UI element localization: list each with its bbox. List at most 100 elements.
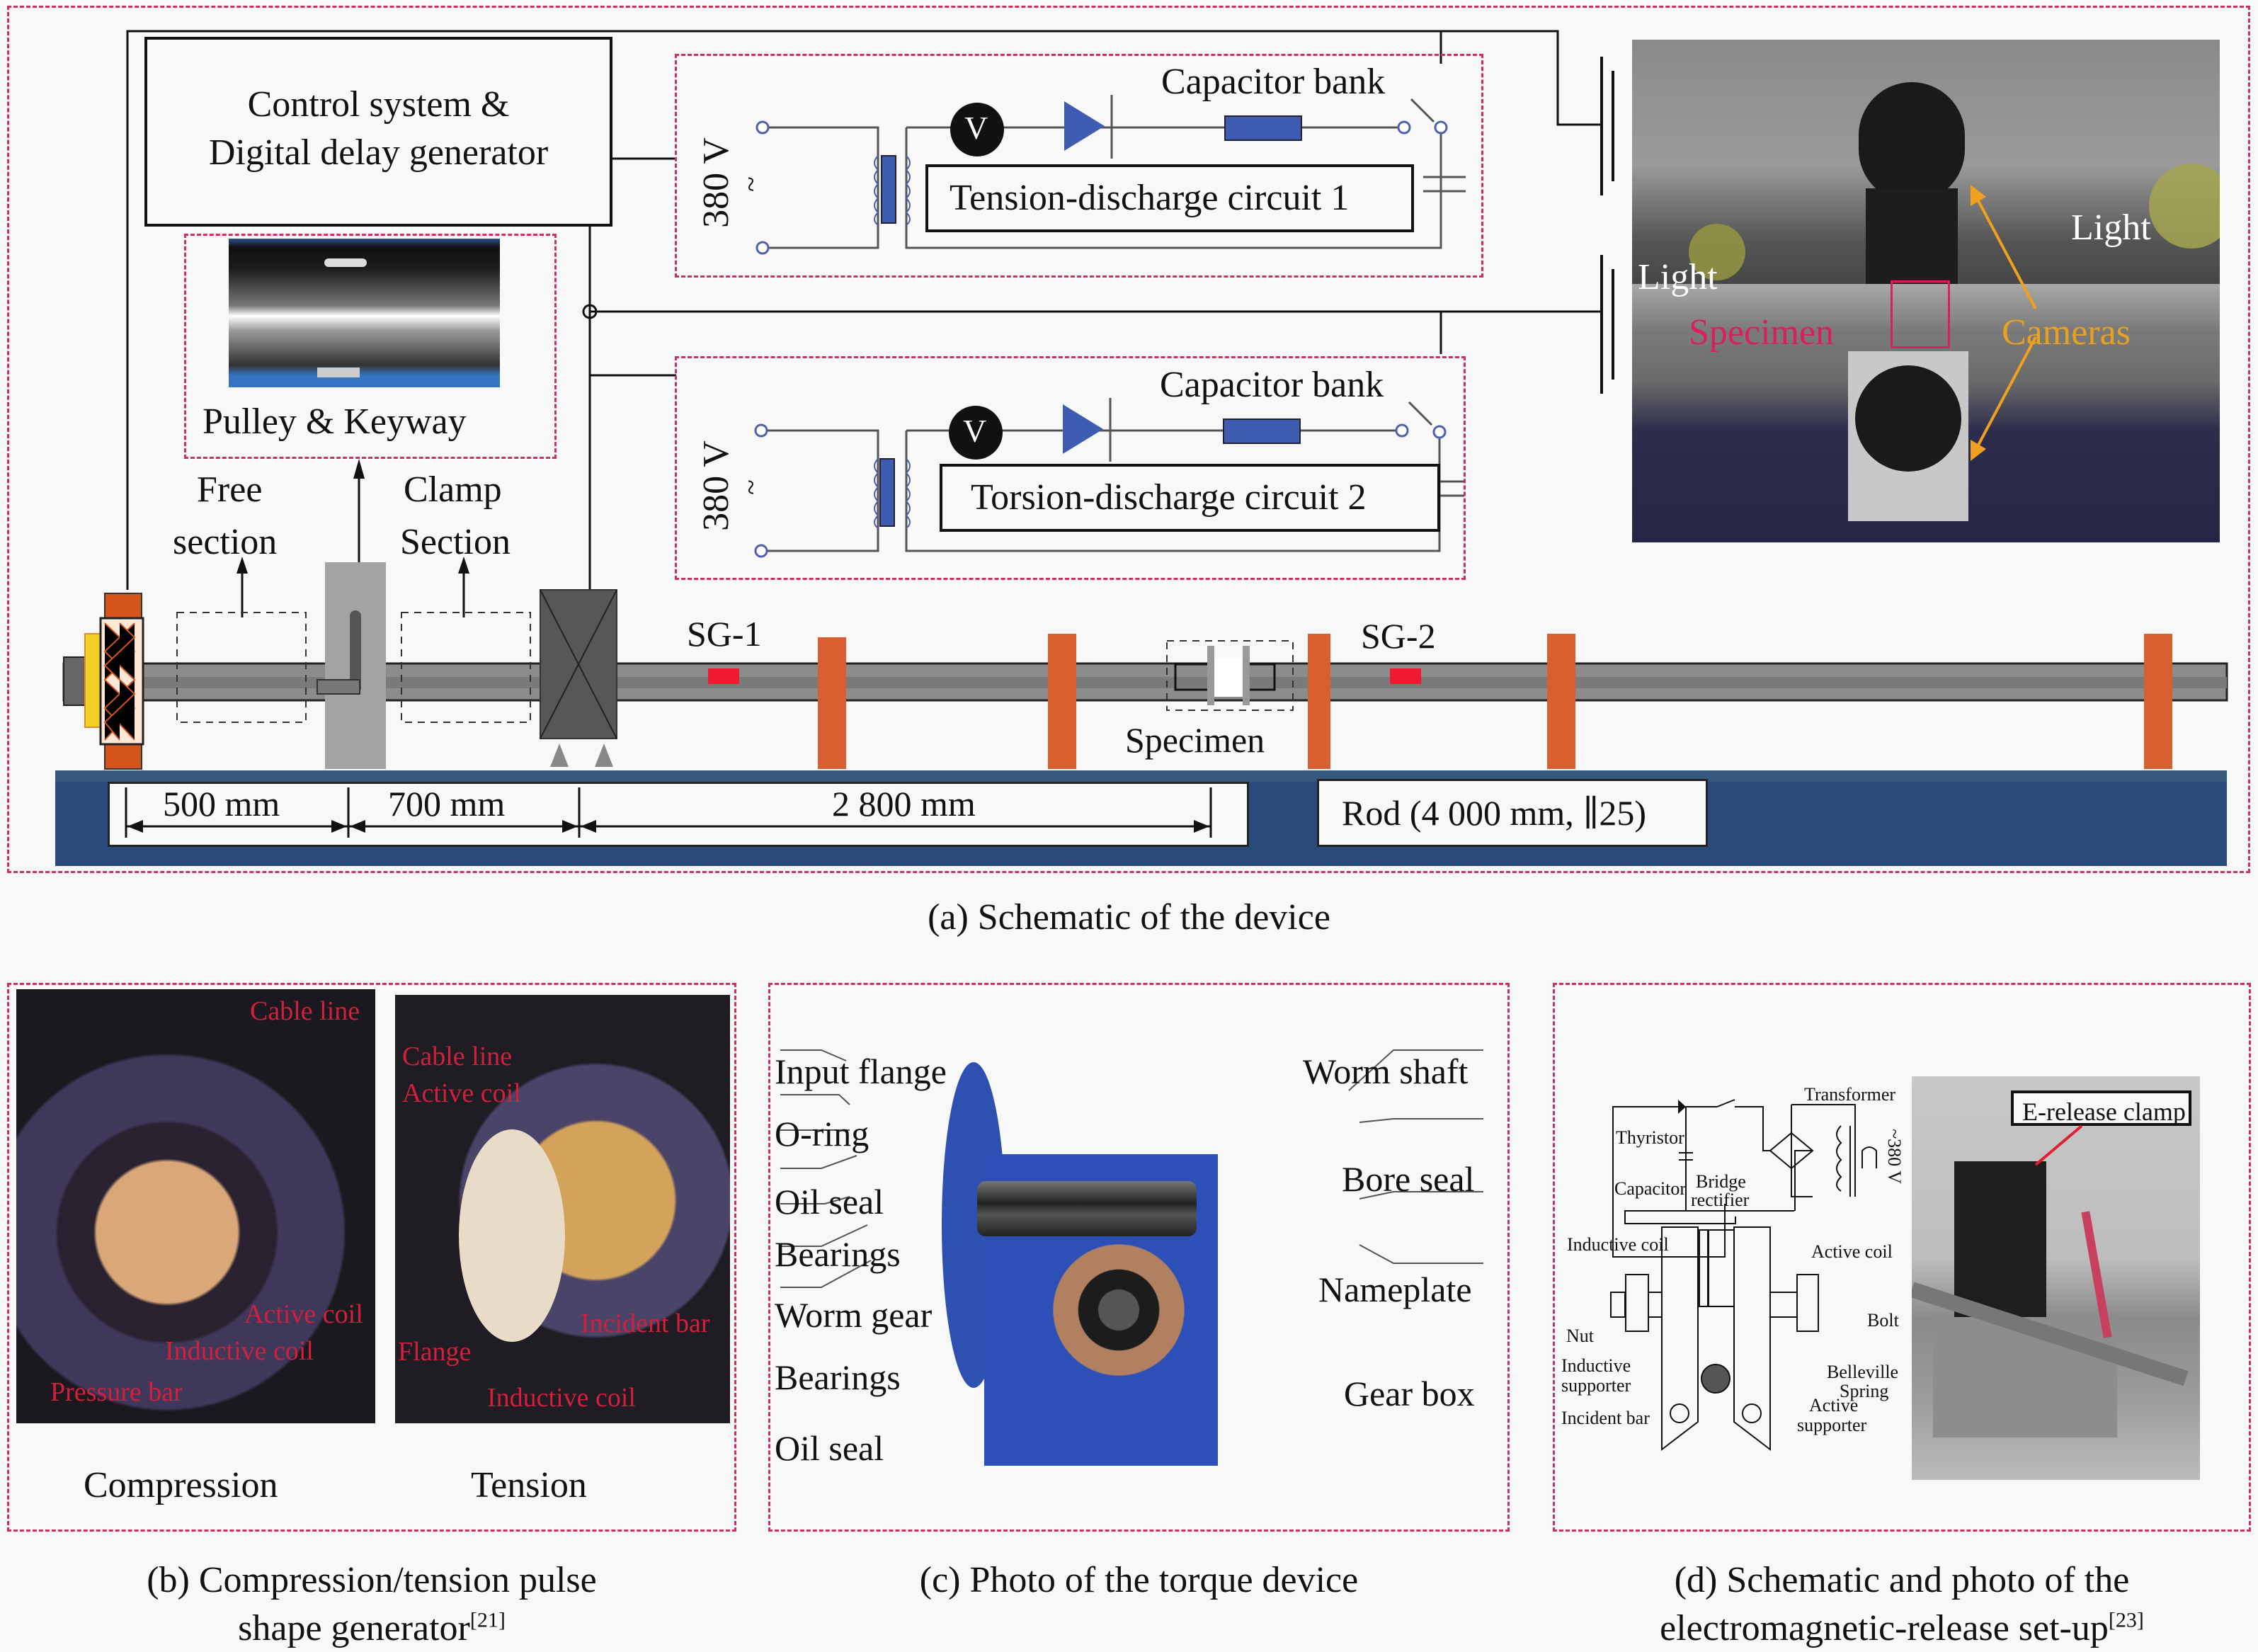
photo-cameras: Cameras [2002,312,2131,353]
rod-label-box: Rod (4 000 mm, ∥25) [1317,779,1708,847]
compression-photo: Cable line Active coil Inductive coil Pr… [16,989,375,1423]
release-label-belleville-1: Belleville [1827,1362,1899,1382]
photo-light-right: Light [2071,207,2151,248]
dimension-700: 700 mm [388,784,506,824]
torque-label-bore-seal: Bore seal [1342,1159,1475,1199]
free-section-line2: section [173,522,278,562]
torque-label-gear-box: Gear box [1344,1374,1475,1413]
tension-label-flange: Flange [398,1337,472,1367]
caption-b-ref: [21] [469,1608,506,1632]
pulley-inset-frame [184,234,557,459]
release-clamp-photo: E-release clamp [1912,1076,2200,1480]
circuit1-name: Tension-discharge circuit 1 [950,178,1350,218]
caption-d-ref: [23] [2108,1608,2144,1632]
pulley-keyway-label: Pulley & Keyway [203,401,467,442]
circuit1-meter-label: V [964,110,988,146]
rod-label: Rod (4 000 mm, ∥25) [1342,793,1647,833]
control-box-line1: Control system & [247,84,510,125]
compression-sublabel: Compression [84,1465,278,1505]
torque-device-photo [942,1055,1296,1480]
bar-in-photo [1632,284,2220,334]
caption-b-line1: (b) Compression/tension pulse [147,1560,597,1600]
compression-label-inductive-coil: Inductive coil [165,1336,314,1366]
control-system-box: Control system & Digital delay generator [144,37,612,227]
specimen-label: Specimen [1125,720,1265,760]
worm-shaft [977,1181,1197,1236]
tension-label-cable-line: Cable line [402,1042,513,1071]
torque-label-worm-gear: Worm gear [775,1295,933,1335]
photo-specimen: Specimen [1689,312,1835,353]
control-box-line2: Digital delay generator [208,132,549,173]
release-label-incident-bar: Incident bar [1561,1408,1650,1428]
specimen-highlight-box [1891,280,1950,348]
circuit1-schematic [755,95,1466,255]
torque-label-oil-seal-1: Oil seal [775,1182,884,1221]
panel-a-wiring [126,30,1614,659]
section-arrows [236,459,469,617]
strain-gauge-2-label: SG-2 [1361,616,1436,656]
caption-b-line2: shape generator [238,1607,470,1648]
caption-a: (a) Schematic of the device [928,897,1330,938]
panel-b-frame [7,983,736,1532]
panel-a-frame [7,6,2250,873]
circuit2-frame [675,356,1466,580]
release-label-inductive-coil: Inductive coil [1567,1234,1669,1255]
circuit1-capacitor-label: Capacitor bank [1161,62,1386,102]
tension-sublabel: Tension [471,1465,587,1505]
release-label-active-supporter-1: Active [1809,1395,1859,1415]
torque-label-bearings-1: Bearings [775,1234,901,1274]
light-left-lamp [1689,224,1745,280]
clamp-base [1933,1317,2117,1437]
clamp-section-line1: Clamp [404,469,502,510]
panel-c-frame [768,983,1510,1532]
tension-label-incident-bar: Incident bar [581,1309,710,1338]
caption-d-line1: (d) Schematic and photo of the [1674,1560,2130,1600]
clamp-section-line2: Section [400,522,511,562]
dimension-arrows [125,787,1212,838]
torque-label-worm-shaft: Worm shaft [1303,1052,1469,1091]
dimension-box [108,782,1249,847]
circuit2-name-box: Torsion-discharge circuit 2 [940,464,1440,532]
release-label-voltage: ~380 V [1883,1129,1905,1184]
release-label-box: E-release clamp [2011,1090,2191,1126]
circuit1-frame [675,54,1483,278]
release-label-active-coil: Active coil [1811,1241,1893,1262]
dimension-2800: 2 800 mm [832,784,976,824]
caption-d-line2: electromagnetic-release set-up [1660,1607,2109,1648]
release-pointer [2034,1124,2083,1166]
release-label-rectifier: rectifier [1691,1190,1750,1210]
camera-bottom-lens [1855,365,1961,472]
release-label-inductive-supporter-2: supporter [1561,1375,1631,1396]
camera-pointer-arrows [1971,185,2037,461]
compression-label-cable-line: Cable line [250,996,360,1026]
light-right-lamp [2149,164,2220,249]
caption-c: (c) Photo of the torque device [919,1560,1359,1600]
camera-top [1859,82,1965,203]
photo-light-left: Light [1638,257,1718,297]
circuit2-meter-label: V [963,413,987,449]
circuit2-capacitor-label: Capacitor bank [1160,365,1384,405]
torque-label-o-ring: O-ring [775,1114,869,1153]
pulley-keyway-photo [229,239,500,387]
release-label-bolt: Bolt [1867,1310,1899,1331]
circuit1-name-box: Tension-discharge circuit 1 [925,164,1414,232]
torque-label-nameplate: Nameplate [1318,1270,1472,1309]
release-label-thyristor: Thyristor [1616,1127,1684,1148]
compression-label-pressure-bar: Pressure bar [50,1377,183,1407]
panel-d-frame [1553,983,2251,1532]
strain-gauge-1-label: SG-1 [687,614,762,654]
release-label-belleville-2: Spring [1840,1381,1889,1401]
tension-flange [459,1129,565,1342]
caption-b: (b) Compression/tension pulse shape gene… [7,1556,736,1652]
release-label-nut: Nut [1566,1326,1594,1346]
free-section-line1: Free [197,469,263,510]
release-label-bridge: Bridge [1696,1171,1746,1192]
dimension-500: 500 mm [163,784,280,824]
camera-body-top [1866,188,1958,295]
release-clamp-label: E-release clamp [2022,1098,2186,1126]
compression-label-active-coil: Active coil [244,1299,363,1329]
camera-setup-photo: Light Light Specimen Cameras [1632,40,2220,542]
tension-photo: Cable line Active coil Flange Incident b… [395,995,730,1423]
